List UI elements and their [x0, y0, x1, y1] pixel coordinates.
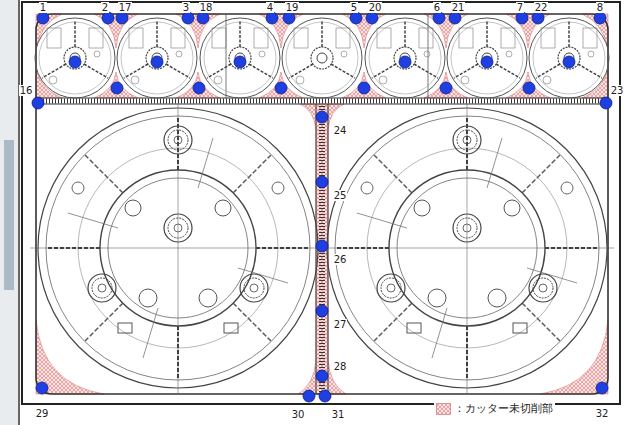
callout-number: 17 — [118, 2, 133, 13]
callout-number: 28 — [333, 361, 348, 372]
legend-swatch — [436, 403, 451, 415]
legend: ：カッター未切削部 — [434, 402, 555, 415]
callout-number: 18 — [199, 2, 214, 13]
callout-number: 6 — [433, 2, 441, 13]
callout-number: 2 — [101, 2, 109, 13]
callout-number: 4 — [266, 2, 274, 13]
callout-number: 5 — [350, 2, 358, 13]
callout-number: 8 — [596, 2, 604, 13]
callout-number: 23 — [610, 85, 625, 96]
callout-number: 1 — [39, 2, 47, 13]
callout-number: 3 — [182, 2, 190, 13]
callout-number: 21 — [451, 2, 466, 13]
callout-number: 27 — [333, 319, 348, 330]
legend-text: ：カッター未切削部 — [454, 402, 553, 415]
callout-number: 7 — [516, 2, 524, 13]
callout-number: 31 — [331, 409, 346, 420]
callout-number: 32 — [595, 408, 610, 419]
callout-number: 24 — [333, 125, 348, 136]
callout-number: 25 — [333, 190, 348, 201]
callout-number: 26 — [333, 254, 348, 265]
callout-number: 30 — [291, 409, 306, 420]
callout-number: 20 — [368, 2, 383, 13]
legend-item: ：カッター未切削部 — [436, 402, 553, 415]
callout-number: 22 — [534, 2, 549, 13]
callout-number: 19 — [285, 2, 300, 13]
callout-number: 16 — [19, 85, 34, 96]
callout-number: 29 — [35, 408, 50, 419]
